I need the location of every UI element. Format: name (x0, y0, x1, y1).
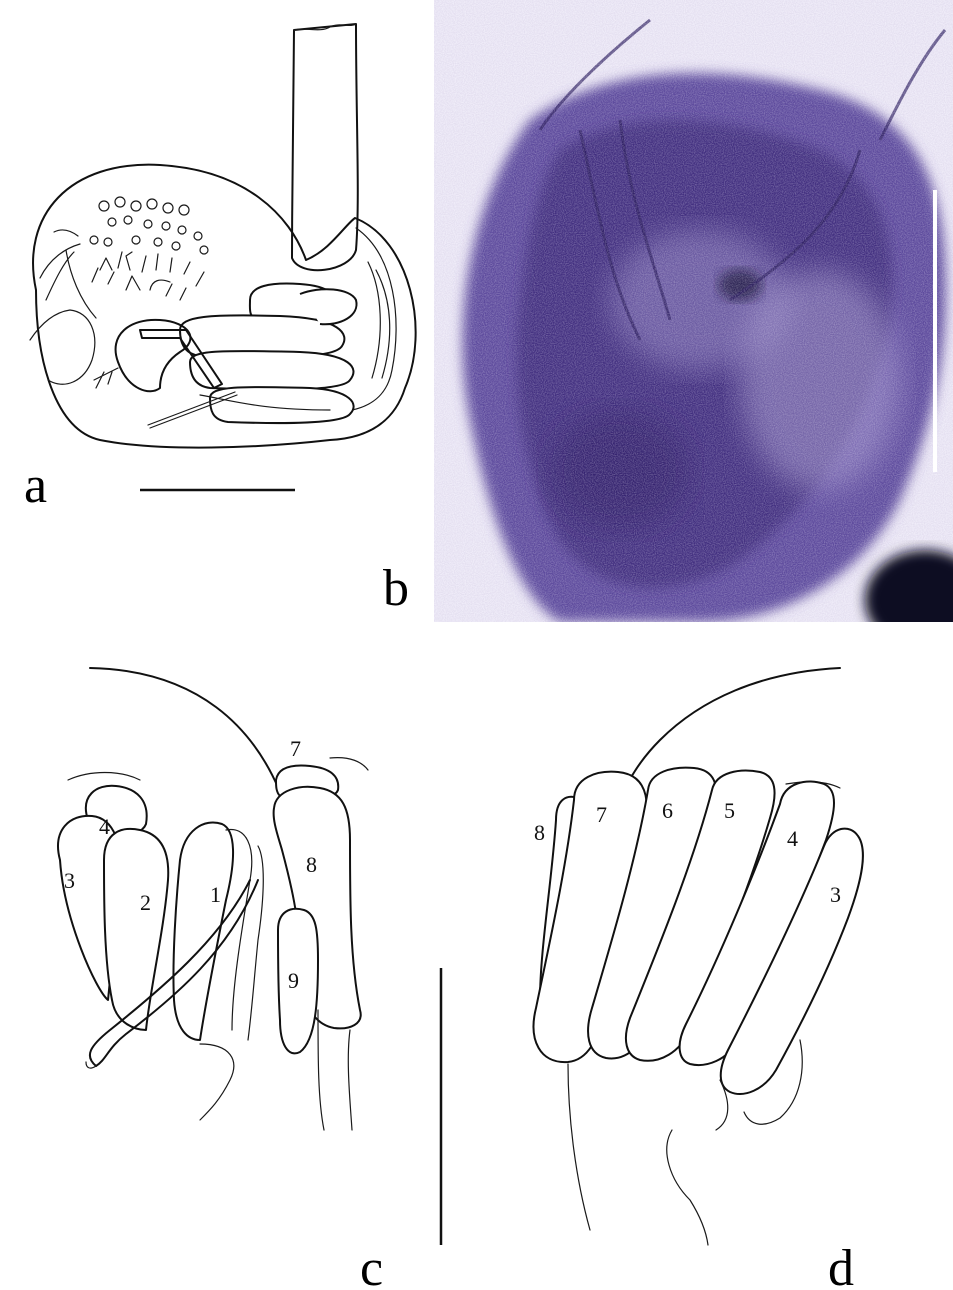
panel-d-drawing: 8 7 6 5 4 3 (534, 668, 863, 1245)
panel-a-letter: a (24, 457, 47, 514)
panel-c-label-2: 2 (140, 890, 151, 915)
panel-d-label-3: 3 (830, 882, 841, 907)
panel-c-label-4: 4 (99, 814, 110, 839)
panel-d-label-6: 6 (662, 798, 673, 823)
panel-d-label-8: 8 (534, 820, 545, 845)
panel-d-label-5: 5 (724, 798, 735, 823)
panel-d-label-7: 7 (596, 802, 607, 827)
panel-d-letter: d (828, 1240, 854, 1290)
panel-d-label-4: 4 (787, 826, 798, 851)
panel-c-label-8: 8 (306, 852, 317, 877)
panel-c-label-7: 7 (290, 736, 301, 761)
panel-c-letter: c (360, 1240, 383, 1290)
panel-a-drawing (30, 24, 416, 490)
panel-c-label-1: 1 (210, 882, 221, 907)
panel-c-label-3: 3 (64, 868, 75, 893)
panel-b-letter: b (383, 560, 409, 617)
panel-c-label-9: 9 (288, 968, 299, 993)
panel-c-drawing: 4 3 2 1 7 8 9 (58, 668, 368, 1130)
panel-b-micrograph (434, 0, 953, 650)
